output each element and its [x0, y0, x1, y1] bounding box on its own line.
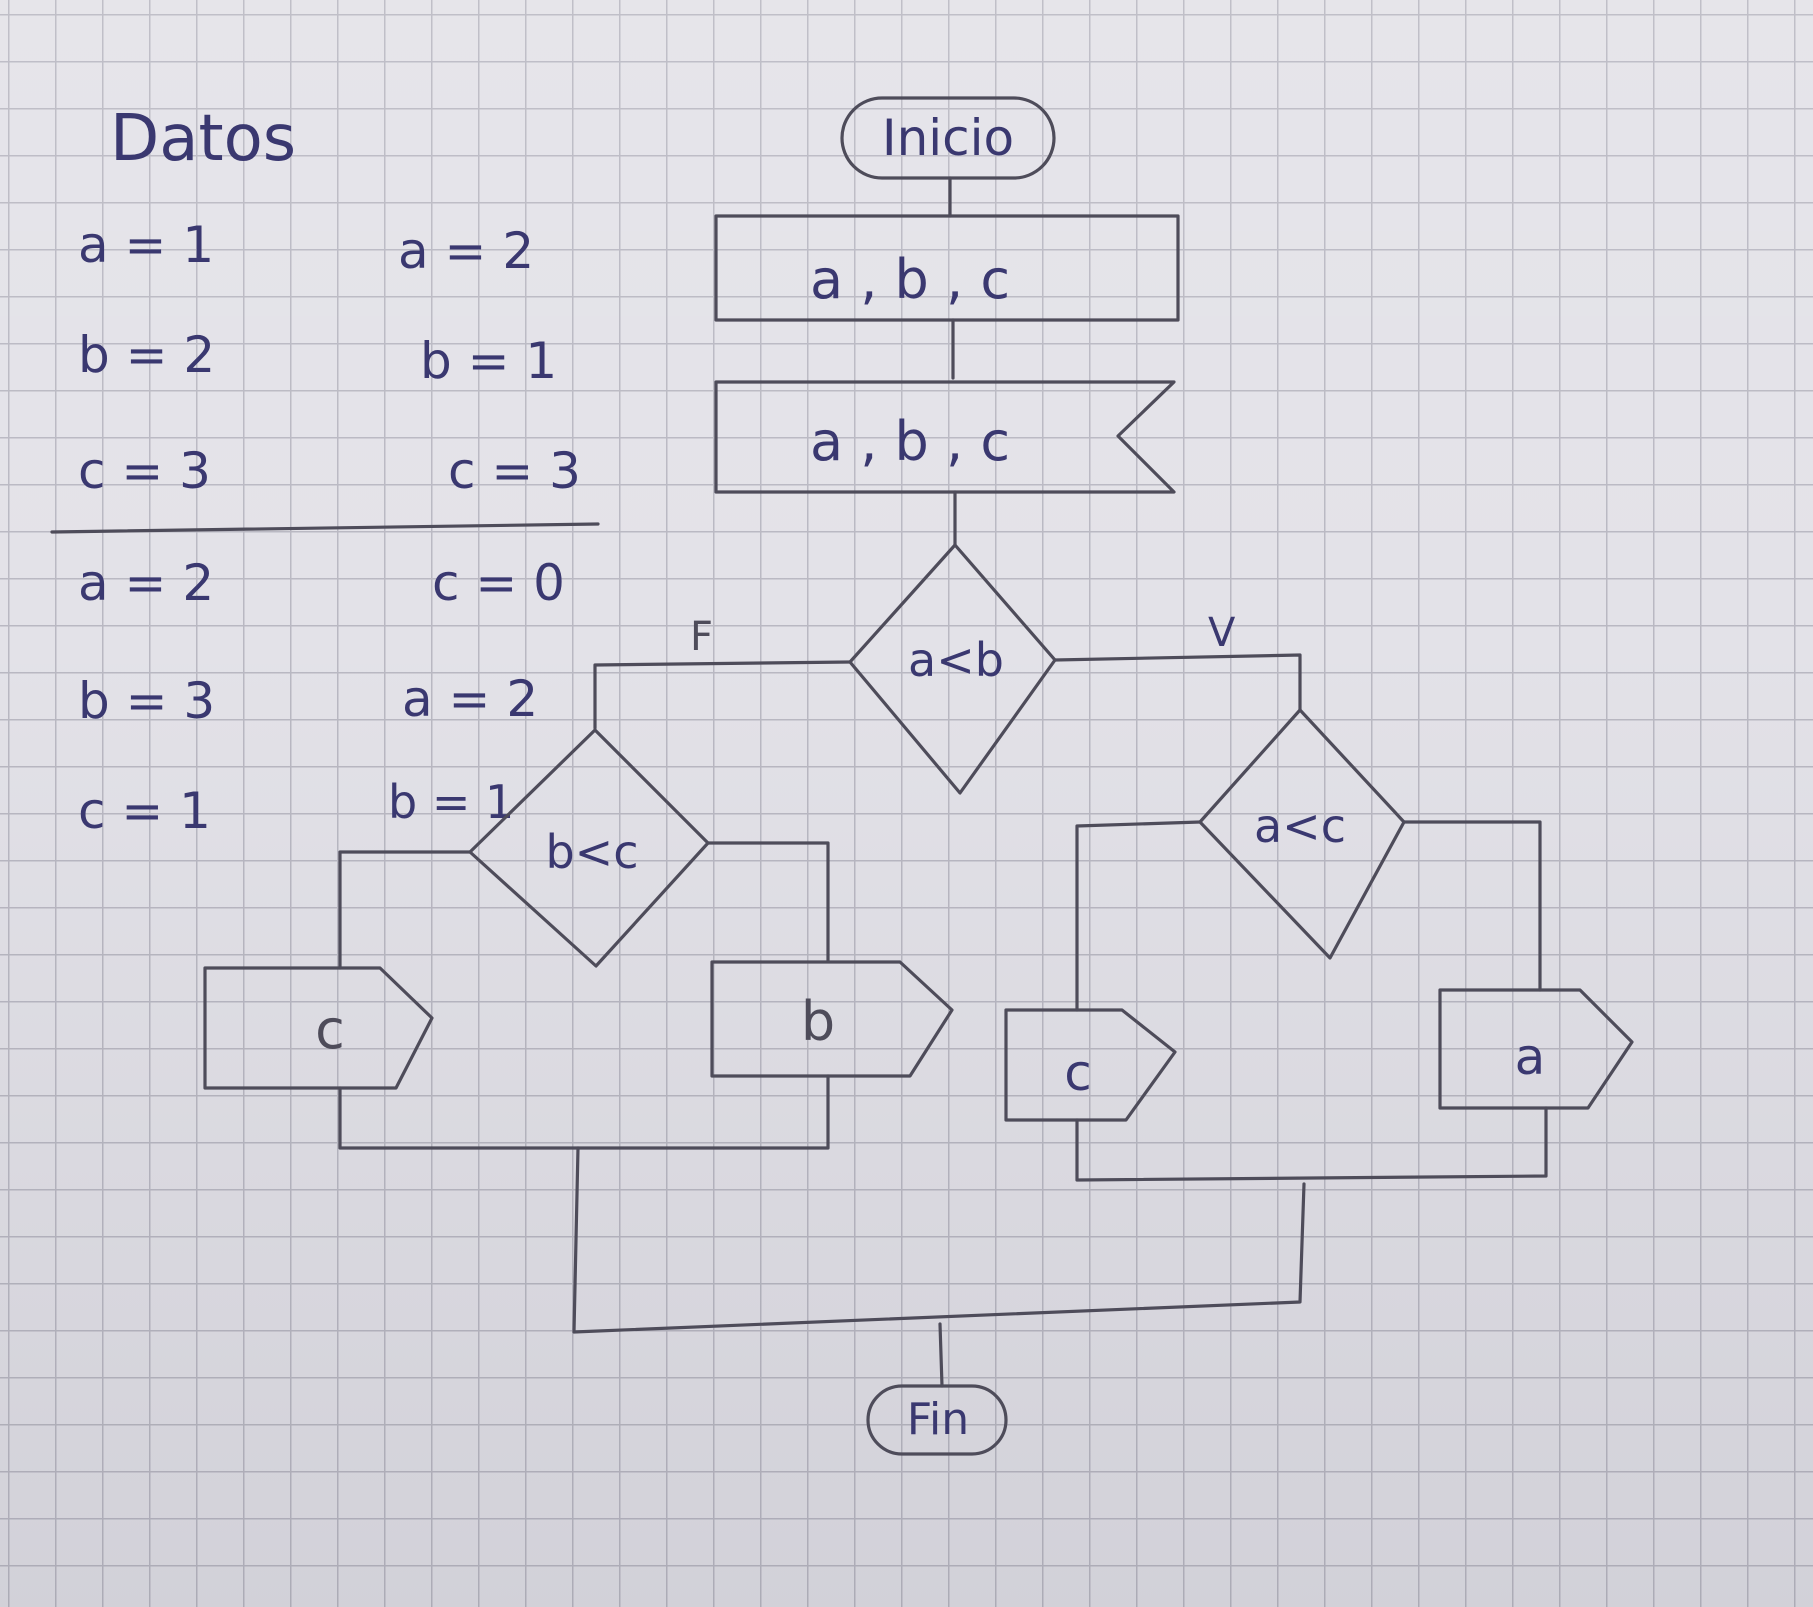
output-right-true-label: c [1064, 1044, 1092, 1102]
res-c-1: c = 1 [78, 782, 211, 840]
output-right-false [1438, 988, 1634, 1110]
decision-left-label: b<c [545, 825, 638, 879]
dato-c-1: c = 3 [78, 442, 211, 500]
dato-a-1: a = 1 [78, 216, 214, 274]
connector-false-branch [593, 660, 852, 730]
decision-main [848, 543, 1057, 795]
dato-a-2: a = 2 [398, 222, 534, 280]
output-right-false-label: a [1515, 1028, 1546, 1086]
decision-left [468, 728, 710, 968]
output-left-false-label: b [801, 990, 835, 1053]
input-label: a , b , c [810, 248, 1010, 311]
decision-right-label: a<c [1254, 799, 1346, 853]
res-c-2: c = 0 [432, 554, 565, 612]
merge-right [1075, 1106, 1548, 1182]
connector-right-false [1402, 820, 1542, 992]
datos-title: Datos [110, 102, 296, 176]
true-label: V [1208, 610, 1236, 656]
connector-left-true [338, 850, 472, 970]
output-left-false [710, 960, 954, 1078]
merge-left [338, 1074, 830, 1150]
false-label: F [690, 614, 713, 660]
start-label: Inicio [882, 109, 1014, 167]
input-box [714, 214, 1180, 322]
output-left-true-label: c [315, 998, 345, 1061]
datos-divider [50, 522, 600, 534]
decision-right [1198, 708, 1406, 960]
dato-c-2: c = 3 [448, 442, 581, 500]
decision-main-label: a<b [908, 633, 1004, 687]
connector-right-true [1075, 820, 1202, 1012]
end-label: Fin [907, 1394, 969, 1445]
read-label: a , b , c [810, 410, 1010, 473]
merge-main [572, 1146, 1306, 1334]
dato-b-1: b = 2 [78, 326, 215, 384]
start-terminal [840, 96, 1056, 180]
res-a-2: a = 2 [402, 670, 538, 728]
res-b-2: b = 1 [388, 775, 514, 829]
connector-true-branch [1053, 653, 1302, 712]
dato-b-2: b = 1 [420, 332, 557, 390]
res-b-1: b = 3 [78, 672, 215, 730]
read-box [714, 380, 1176, 494]
output-right-true [1004, 1008, 1177, 1122]
end-terminal [866, 1384, 1008, 1456]
output-left-true [203, 966, 434, 1090]
connector-end [938, 1322, 944, 1388]
connector-left-false [706, 841, 830, 962]
res-a-1: a = 2 [78, 554, 214, 612]
